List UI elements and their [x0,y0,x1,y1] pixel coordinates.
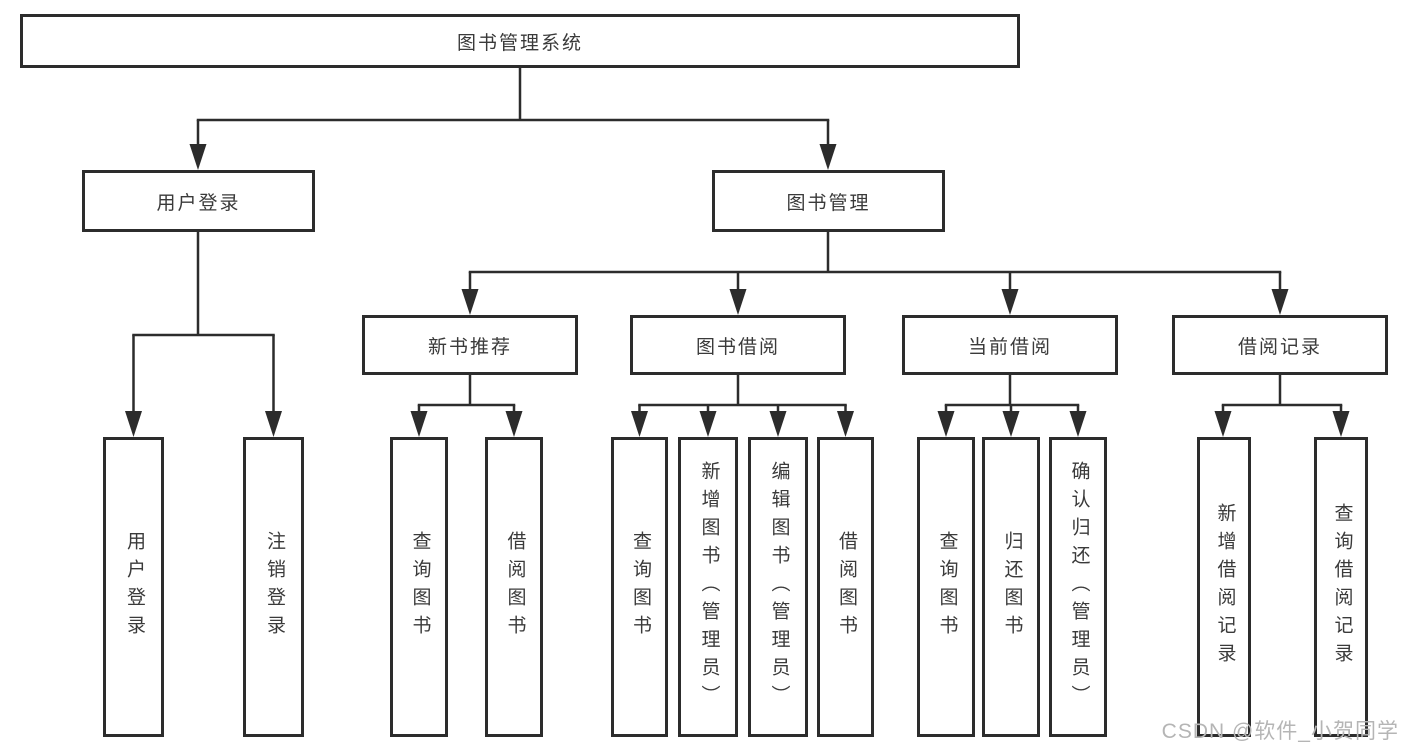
leaf-confirm-return-admin-label: 确认归还（管理员） [1068,461,1090,713]
leaf-borrow-book-2-label: 借阅图书 [835,531,857,643]
leaf-return-book: 归还图书 [982,437,1040,737]
node-book-borrow-label: 图书借阅 [695,336,780,358]
node-new-book-recommend: 新书推荐 [362,315,578,375]
node-current-borrow: 当前借阅 [902,315,1118,375]
leaf-borrow-book-1: 借阅图书 [485,437,543,737]
leaf-add-book-admin-label: 新增图书（管理员） [698,461,720,713]
watermark: CSDN @软件_小贺同学 [1161,720,1399,743]
node-book-management: 图书管理 [712,170,945,232]
leaf-query-borrow-record-label: 查询借阅记录 [1331,503,1353,671]
leaf-add-borrow-record: 新增借阅记录 [1197,437,1251,737]
leaf-logout-label: 注销登录 [263,531,285,643]
leaf-user-login-label: 用户登录 [123,531,145,643]
leaf-query-book-2-label: 查询图书 [629,531,651,643]
leaf-add-book-admin: 新增图书（管理员） [678,437,738,737]
node-user-login-label: 用户登录 [156,192,241,214]
leaf-edit-book-admin-label: 编辑图书（管理员） [768,461,790,713]
node-new-book-recommend-label: 新书推荐 [427,336,512,358]
node-root-label: 图书管理系统 [456,32,583,54]
leaf-query-book-3-label: 查询图书 [936,531,958,643]
leaf-query-borrow-record: 查询借阅记录 [1314,437,1368,737]
node-borrow-records: 借阅记录 [1172,315,1388,375]
leaf-edit-book-admin: 编辑图书（管理员） [748,437,808,737]
leaf-user-login: 用户登录 [103,437,164,737]
leaf-borrow-book-2: 借阅图书 [817,437,874,737]
leaf-return-book-label: 归还图书 [1001,531,1023,643]
node-book-borrow: 图书借阅 [630,315,846,375]
node-user-login: 用户登录 [82,170,315,232]
node-book-management-label: 图书管理 [786,192,871,214]
node-current-borrow-label: 当前借阅 [967,336,1052,358]
leaf-add-borrow-record-label: 新增借阅记录 [1214,503,1236,671]
node-borrow-records-label: 借阅记录 [1237,336,1322,358]
leaf-confirm-return-admin: 确认归还（管理员） [1049,437,1107,737]
leaf-query-book-3: 查询图书 [917,437,975,737]
node-root: 图书管理系统 [20,14,1020,68]
leaf-query-book-1-label: 查询图书 [409,531,431,643]
leaf-query-book-2: 查询图书 [611,437,668,737]
leaf-borrow-book-1-label: 借阅图书 [504,531,526,643]
leaf-query-book-1: 查询图书 [390,437,448,737]
leaf-logout: 注销登录 [243,437,304,737]
